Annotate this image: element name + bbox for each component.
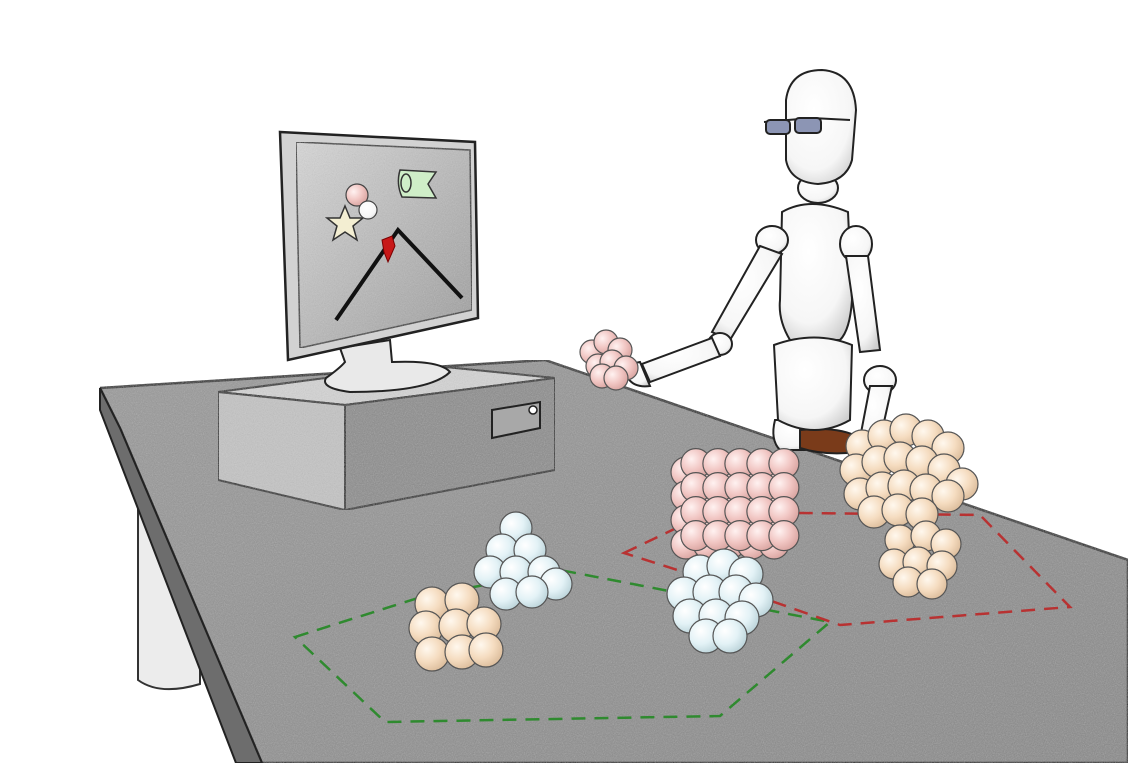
sphere (515, 575, 549, 609)
screen-content (324, 169, 464, 322)
flag-ring (400, 173, 412, 193)
star-icon (324, 204, 366, 242)
sphere (768, 519, 800, 552)
monitor-stand (324, 338, 452, 394)
robot-forearm-left (640, 336, 722, 384)
screen-white-ball (358, 200, 378, 220)
sphere (712, 618, 748, 654)
robot-upper-arm-right (844, 255, 882, 354)
robot-upper-arm-left (710, 244, 784, 342)
power-button (528, 405, 538, 415)
peach-cluster-large (839, 413, 979, 531)
held-pink-cluster (579, 329, 639, 391)
sphere (931, 479, 965, 513)
table-edge (99, 387, 264, 763)
blue-ball-cluster (666, 548, 774, 654)
robot-torso (778, 203, 854, 341)
ball-clusters (408, 329, 979, 672)
sphere (603, 365, 629, 391)
sphere (468, 632, 504, 668)
sphere (414, 636, 450, 672)
robot (626, 68, 897, 455)
peach-cube-cluster (408, 582, 504, 672)
drive-slot (491, 400, 541, 440)
sphere (916, 568, 948, 600)
computer (217, 130, 556, 512)
peach-cluster-small (878, 520, 962, 600)
screen-pink-ball (345, 183, 369, 207)
pink-cube-cluster (670, 448, 800, 560)
sunglasses-icon (763, 117, 851, 135)
robot-pelvis (772, 336, 854, 431)
screen-mountain-line (334, 226, 464, 322)
marker-icon (381, 235, 396, 264)
blue-pyramid-cluster (473, 511, 573, 611)
